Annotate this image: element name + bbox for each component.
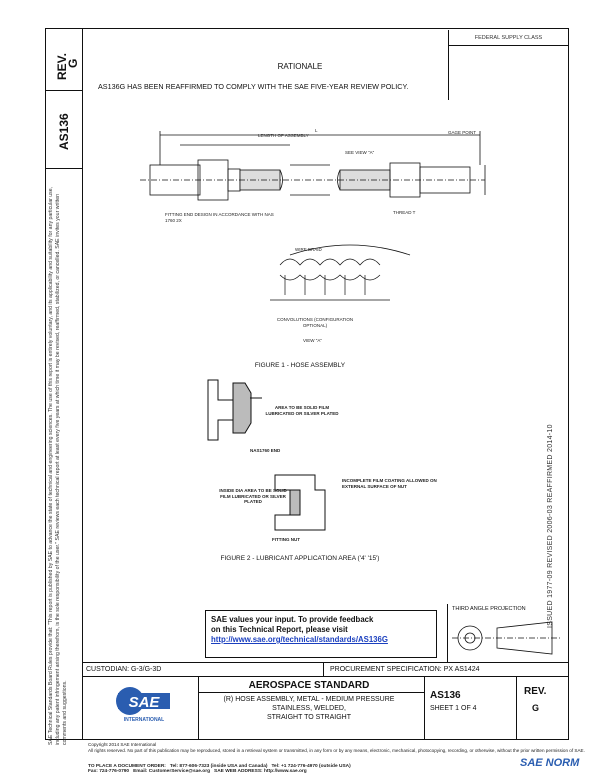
- fig1-label-wire-braid: WIRE BRAID: [295, 247, 322, 252]
- fig1-label-view-a: VIEW "A": [303, 338, 322, 343]
- custodian: CUSTODIAN: G-3/G-3D: [86, 666, 162, 673]
- projection-box: [447, 604, 569, 662]
- fig2-label-inside-dia: INSIDE DIA AREA TO BE SOLID FILM LUBRICA…: [219, 488, 287, 504]
- footer: Copyright 2014 SAE International All rig…: [88, 742, 588, 754]
- divider: [198, 692, 424, 693]
- document-title: (R) HOSE ASSEMBLY, METAL - MEDIUM PRESSU…: [198, 695, 420, 722]
- logo-text: SAE: [129, 694, 161, 711]
- divider: [198, 676, 199, 740]
- order-email[interactable]: Email: CustomerService@sae.org: [133, 769, 211, 774]
- fig2-label-fitting-nut: FITTING NUT: [272, 537, 300, 542]
- order-info: TO PLACE A DOCUMENT ORDER: Tel: 877-606-…: [88, 764, 351, 774]
- fitting-nut-drawing: [274, 474, 326, 531]
- fig1-label-thread: THREAD T: [393, 210, 416, 215]
- logo-sub: INTERNATIONAL: [124, 717, 164, 723]
- fig1-label-gage-point: GAGE POINT: [448, 130, 477, 135]
- figure1-caption: FIGURE 1 - HOSE ASSEMBLY: [254, 362, 346, 369]
- left-margin-column: [45, 28, 83, 740]
- divider: [323, 662, 324, 676]
- rights-notice: All rights reserved. No part of this pub…: [88, 748, 585, 753]
- order-tel: Tel: 877-606-7323 (inside USA and Canada…: [169, 764, 268, 769]
- doc-number: AS136: [430, 690, 461, 701]
- rev-label: REV.: [524, 686, 547, 697]
- drawing-frame: [45, 28, 569, 740]
- fig1-label-convolutions: CONVOLUTIONS (CONFIGURATION OPTIONAL): [276, 317, 354, 328]
- divider: [448, 46, 449, 100]
- fig2-label-incomplete: INCOMPLETE FILM COATING ALLOWED ON EXTER…: [342, 478, 437, 489]
- feedback-link[interactable]: http://www.sae.org/technical/standards/A…: [211, 635, 388, 644]
- fig1-label-l: L: [315, 128, 318, 133]
- fig1-label-length: LENGTH OF ASSEMBLY: [258, 133, 309, 138]
- title-line: STAINLESS, WELDED,: [272, 705, 346, 712]
- watermark: SAE NORM: [520, 757, 580, 769]
- side-notice: SAE Technical Standards Board Rules prov…: [48, 186, 68, 745]
- hose-assembly-drawing: [140, 131, 486, 301]
- rationale-text: AS136G HAS BEEN REAFFIRMED TO COMPLY WIT…: [98, 82, 409, 91]
- divider: [516, 676, 517, 740]
- sae-logo: SAE INTERNATIONAL: [112, 683, 176, 725]
- order-tel2: Tel: +1 724-776-4970 (outside USA): [271, 764, 351, 769]
- procurement-spec: PROCUREMENT SPECIFICATION: PX AS1424: [330, 666, 480, 673]
- figure2-caption: FIGURE 2 - LUBRICANT APPLICATION AREA ('…: [220, 555, 380, 562]
- divider: [83, 676, 569, 677]
- divider: [83, 662, 569, 663]
- fig2-label-area-lub: AREA TO BE SOLID FILM LUBRICATED OR SILV…: [265, 405, 339, 416]
- federal-supply-class: FEDERAL SUPPLY CLASS: [448, 30, 568, 46]
- divider: [424, 676, 425, 740]
- fig1-label-fitting-end: FITTING END DESIGN IN ACCORDANCE WITH NA…: [165, 212, 274, 223]
- projection-label: THIRD ANGLE PROJECTION: [452, 606, 526, 612]
- feedback-box: SAE values your input. To provide feedba…: [205, 610, 437, 658]
- projection-symbol: [452, 621, 562, 655]
- sheet-number: SHEET 1 OF 4: [430, 705, 477, 712]
- rev-value: G: [532, 703, 540, 713]
- title-line: STRAIGHT TO STRAIGHT: [266, 714, 351, 721]
- order-fax: Fax: 724-776-0790: [88, 769, 130, 774]
- fig1-label-see-view: SEE VIEW "A": [345, 150, 375, 155]
- divider: [45, 168, 83, 169]
- doc-number-side: AS136: [57, 113, 71, 150]
- fig2-label-nas-end: NAS1760 END: [250, 448, 281, 453]
- standard-type: AEROSPACE STANDARD: [248, 680, 370, 691]
- copyright: Copyright 2014 SAE International: [88, 742, 157, 747]
- order-label: TO PLACE A DOCUMENT ORDER:: [88, 764, 166, 769]
- nas1760-end-drawing: [207, 379, 262, 441]
- rationale-title: RATIONALE: [277, 62, 323, 71]
- issue-status: ISSUED 1977-09 REVISED 2006-03 REAFFIRME…: [547, 424, 554, 628]
- order-web[interactable]: SAE WEB ADDRESS: http://www.sae.org: [214, 769, 307, 774]
- feedback-line1: SAE values your input. To provide feedba…: [211, 615, 374, 624]
- feedback-line2: on this Technical Report, please visit: [211, 625, 348, 634]
- title-line: (R) HOSE ASSEMBLY, METAL - MEDIUM PRESSU…: [223, 696, 395, 703]
- divider: [45, 90, 83, 91]
